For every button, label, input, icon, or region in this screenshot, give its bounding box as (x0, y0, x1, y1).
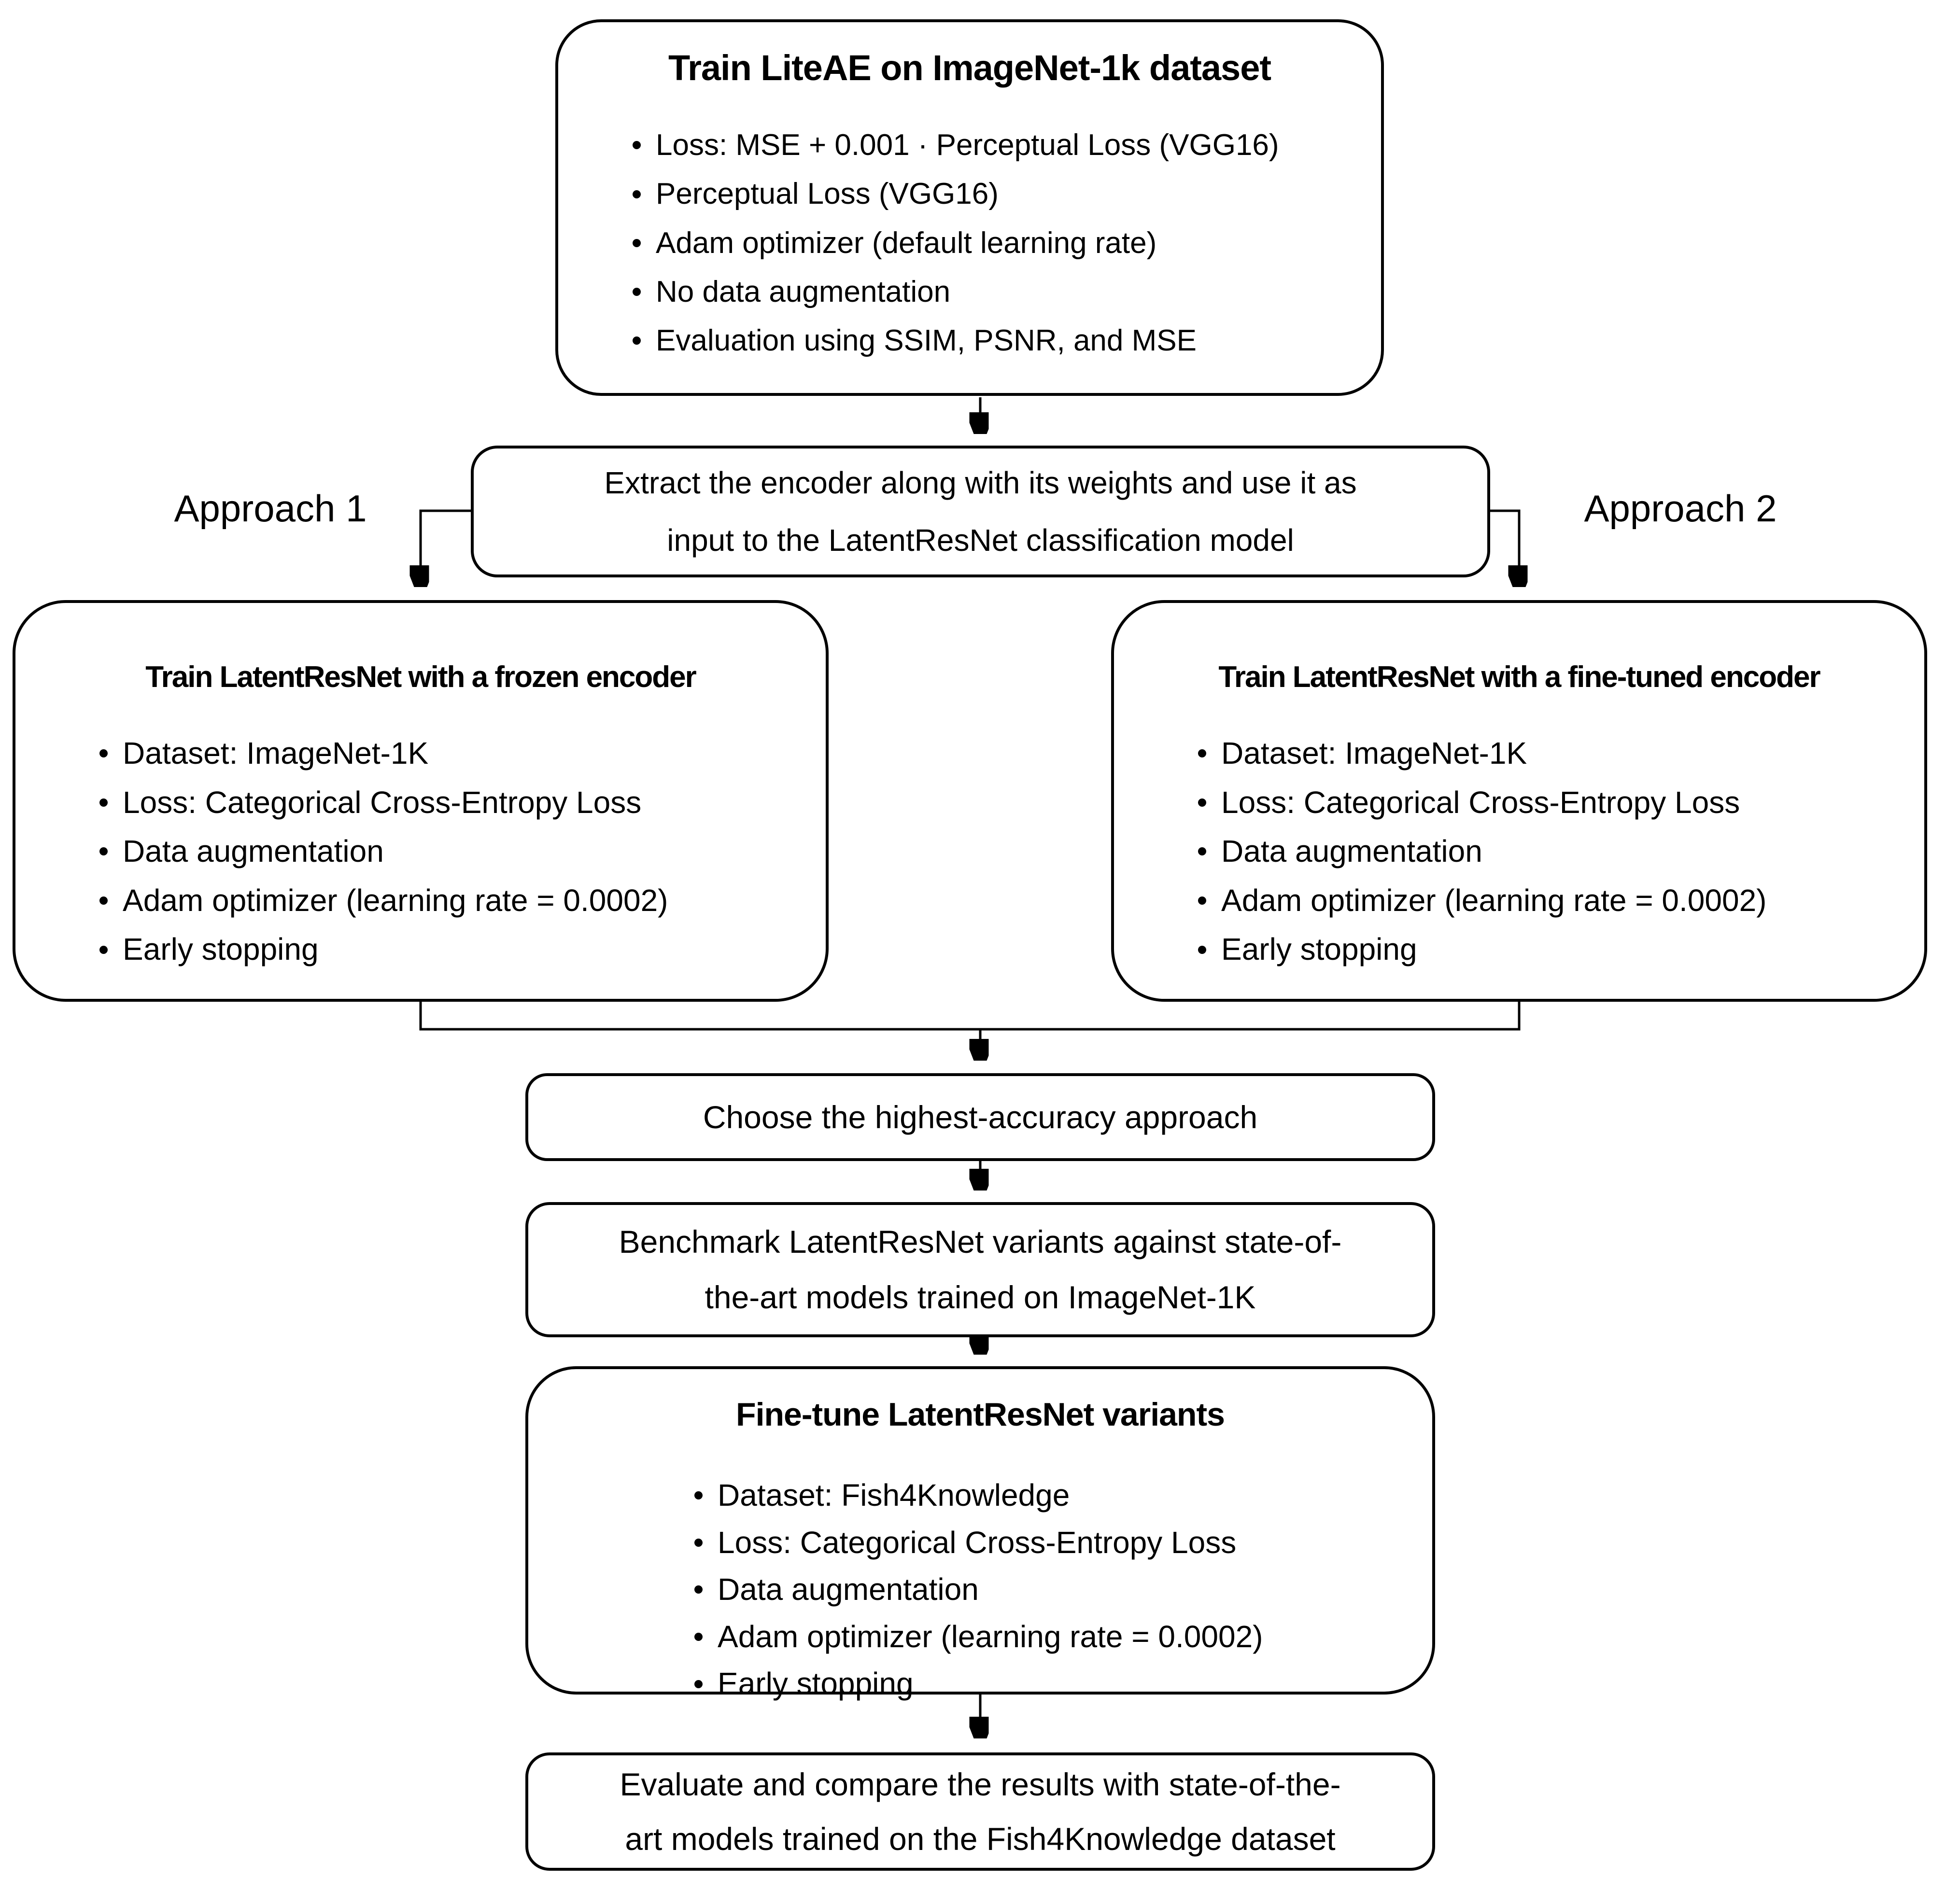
frozen-encoder-box: Train LatentResNet with a frozen encoder… (13, 600, 829, 1002)
bullet-item: Loss: Categorical Cross-Entropy Loss (88, 785, 826, 821)
benchmark-box: Benchmark LatentResNet variants against … (525, 1202, 1435, 1337)
bullet-item: Dataset: ImageNet-1K (1186, 736, 1924, 771)
bullet-item: Data augmentation (1186, 834, 1924, 869)
train-liteae-title: Train LiteAE on ImageNet-1k dataset (668, 48, 1271, 88)
bullet-item: Adam optimizer (learning rate = 0.0002) (1186, 883, 1924, 919)
bullet-item: Evaluation using SSIM, PSNR, and MSE (621, 323, 1381, 358)
finetuned-encoder-title: Train LatentResNet with a fine-tuned enc… (1218, 660, 1820, 694)
arrow-extract-to-right-box (1490, 509, 1519, 585)
bullet-item: Perceptual Loss (VGG16) (621, 177, 1381, 211)
bullet-item: Loss: Categorical Cross-Entropy Loss (683, 1525, 1432, 1561)
bullet-item: Data augmentation (683, 1572, 1432, 1608)
extract-encoder-line: input to the LatentResNet classification… (667, 522, 1294, 558)
bullet-item: Adam optimizer (learning rate = 0.0002) (88, 883, 826, 919)
bullet-item: Dataset: ImageNet-1K (88, 736, 826, 771)
bullet-item: Early stopping (88, 932, 826, 967)
train-liteae-box: Train LiteAE on ImageNet-1k dataset Loss… (555, 19, 1384, 396)
extract-encoder-line: Extract the encoder along with its weigh… (604, 465, 1357, 501)
frozen-encoder-bullets: Dataset: ImageNet-1K Loss: Categorical C… (88, 736, 826, 967)
bullet-item: Dataset: Fish4Knowledge (683, 1478, 1432, 1513)
benchmark-line: the-art models trained on ImageNet-1K (705, 1279, 1256, 1315)
bullet-item: Early stopping (683, 1666, 1432, 1702)
bullet-item: Adam optimizer (learning rate = 0.0002) (683, 1619, 1432, 1655)
evaluate-compare-line: art models trained on the Fish4Knowledge… (625, 1821, 1336, 1857)
benchmark-line: Benchmark LatentResNet variants against … (619, 1223, 1342, 1260)
bullet-item: No data augmentation (621, 275, 1381, 309)
finetune-variants-title: Fine-tune LatentResNet variants (736, 1396, 1225, 1433)
bullet-item: Adam optimizer (default learning rate) (621, 226, 1381, 260)
choose-approach-box: Choose the highest-accuracy approach (525, 1073, 1435, 1161)
bullet-item: Loss: Categorical Cross-Entropy Loss (1186, 785, 1924, 821)
frozen-encoder-title: Train LatentResNet with a frozen encoder (145, 660, 697, 694)
finetune-variants-bullets: Dataset: Fish4Knowledge Loss: Categorica… (683, 1478, 1432, 1702)
approach-2-label: Approach 2 (1584, 487, 1777, 530)
bullet-item: Early stopping (1186, 932, 1924, 967)
bullet-item: Loss: MSE + 0.001 · Perceptual Loss (VGG… (621, 128, 1381, 162)
bullet-item: Data augmentation (88, 834, 826, 869)
finetuned-encoder-box: Train LatentResNet with a fine-tuned enc… (1111, 600, 1927, 1002)
finetuned-encoder-bullets: Dataset: ImageNet-1K Loss: Categorical C… (1186, 736, 1924, 967)
train-liteae-bullets: Loss: MSE + 0.001 · Perceptual Loss (VGG… (621, 128, 1381, 358)
evaluate-compare-box: Evaluate and compare the results with st… (525, 1752, 1435, 1871)
finetune-variants-box: Fine-tune LatentResNet variants Dataset:… (525, 1366, 1435, 1701)
choose-approach-text: Choose the highest-accuracy approach (703, 1099, 1258, 1135)
merge-connector (419, 1002, 1521, 1031)
extract-encoder-box: Extract the encoder along with its weigh… (471, 446, 1490, 577)
arrow-extract-to-left-box (421, 509, 471, 585)
evaluate-compare-line: Evaluate and compare the results with st… (620, 1766, 1341, 1803)
approach-1-label: Approach 1 (174, 487, 367, 530)
